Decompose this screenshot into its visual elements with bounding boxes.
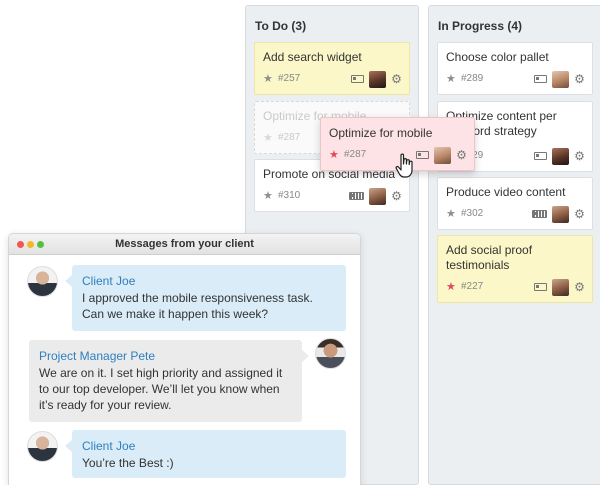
hand-cursor-icon (395, 153, 413, 178)
tag-icon (532, 210, 547, 218)
gear-icon[interactable]: ⚙ (391, 72, 402, 86)
gear-icon[interactable]: ⚙ (574, 280, 585, 294)
window-titlebar: Messages from your client (9, 234, 360, 255)
card-id: #302 (461, 208, 484, 219)
avatar[interactable] (434, 146, 451, 164)
star-icon[interactable]: ★ (446, 73, 456, 85)
gear-icon[interactable]: ⚙ (574, 207, 585, 221)
card-footer: ★ #227 ⚙ (446, 278, 586, 296)
gear-icon[interactable]: ⚙ (456, 148, 467, 162)
window-title: Messages from your client (115, 238, 254, 250)
minimize-window-button[interactable] (27, 241, 34, 248)
message-sender: Client Joe (82, 439, 136, 453)
card-id: #310 (278, 190, 301, 201)
tag-icon (534, 152, 547, 160)
star-icon: ★ (263, 132, 273, 144)
messages-window: Messages from your client Client Joe I a… (8, 233, 361, 485)
avatar[interactable] (369, 187, 386, 205)
card-title: Add social proof testimonials (446, 243, 533, 272)
card-title: Add search widget (263, 50, 362, 64)
card-id: #287 (344, 149, 367, 160)
message-text: I approved the mobile responsiveness tas… (82, 291, 313, 321)
gear-icon[interactable]: ⚙ (574, 149, 585, 163)
tag-icon (416, 151, 429, 159)
card-footer: ★ #310 ⚙ (263, 187, 403, 205)
star-icon[interactable]: ★ (263, 73, 273, 85)
gear-icon[interactable]: ⚙ (391, 189, 402, 203)
message-text: We are on it. I set high priority and as… (39, 366, 283, 412)
card-id: #227 (461, 281, 484, 292)
card-footer: ★ #289 ⚙ (446, 70, 586, 88)
star-icon[interactable]: ★ (446, 281, 456, 293)
column-title: To Do (3) (255, 19, 307, 33)
star-icon[interactable]: ★ (446, 208, 456, 220)
avatar[interactable] (369, 70, 386, 88)
tag-icon (534, 75, 547, 83)
card-footer: ★ #287 ⚙ (329, 146, 468, 164)
message-bubble: Project Manager Pete We are on it. I set… (29, 340, 309, 422)
avatar (27, 266, 58, 297)
avatar (27, 431, 58, 462)
avatar[interactable] (552, 205, 569, 223)
star-icon[interactable]: ★ (263, 190, 273, 202)
task-card[interactable]: Choose color pallet ★ #289 ⚙ (437, 42, 593, 95)
card-footer: ★ #302 ⚙ (446, 205, 586, 223)
card-id: #289 (461, 73, 484, 84)
tag-icon (349, 192, 364, 200)
message-text: You’re the Best :) (82, 456, 174, 470)
avatar[interactable] (552, 278, 569, 296)
message-sender: Project Manager Pete (39, 349, 156, 363)
task-card[interactable]: Add social proof testimonials ★ #227 ⚙ (437, 235, 593, 303)
star-icon[interactable]: ★ (329, 149, 339, 161)
tag-icon (534, 283, 547, 291)
task-card[interactable]: Add search widget ★ #257 ⚙ (254, 42, 410, 95)
card-id: #287 (278, 132, 301, 143)
card-footer: ★ #257 ⚙ (263, 70, 403, 88)
message-sender: Client Joe (82, 274, 136, 288)
card-title: Choose color pallet (446, 50, 549, 64)
message-bubble: Client Joe I approved the mobile respons… (65, 265, 346, 331)
task-card[interactable]: Produce video content ★ #302 ⚙ (437, 177, 593, 230)
column-in-progress: In Progress (4) Choose color pallet ★ #2… (428, 5, 600, 485)
message-bubble: Client Joe You’re the Best :) (65, 430, 346, 478)
maximize-window-button[interactable] (37, 241, 44, 248)
card-title: Optimize for mobile (329, 126, 433, 140)
avatar[interactable] (552, 147, 569, 165)
card-id: #257 (278, 73, 301, 84)
avatar[interactable] (552, 70, 569, 88)
avatar (315, 338, 346, 369)
column-title: In Progress (4) (438, 19, 523, 33)
card-footer: ★ #287 (263, 129, 403, 147)
gear-icon[interactable]: ⚙ (574, 72, 585, 86)
card-title: Produce video content (446, 185, 566, 199)
tag-icon (351, 75, 364, 83)
close-window-button[interactable] (17, 241, 24, 248)
